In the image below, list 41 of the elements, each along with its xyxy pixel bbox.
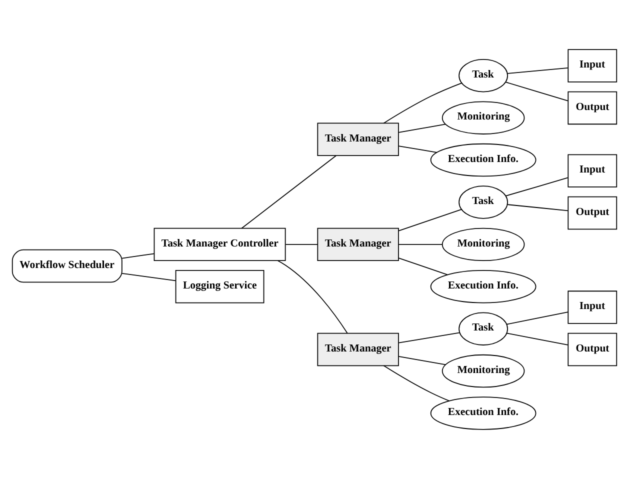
connector (398, 332, 460, 344)
node-ellipse: Monitoring (442, 101, 525, 134)
node-ellipse: Execution Info. (430, 143, 536, 177)
connector (505, 82, 568, 102)
node-ellipse: Task (458, 312, 508, 346)
node-box: Input (568, 49, 618, 82)
connector (398, 208, 462, 232)
node-box: Task Manager (317, 228, 399, 262)
node-ellipse: Task (458, 59, 508, 92)
node-ellipse: Monitoring (442, 228, 525, 262)
connector (507, 204, 568, 212)
connector (506, 312, 568, 325)
connector (277, 260, 348, 334)
connector (507, 67, 568, 74)
node-box: Input (568, 154, 618, 188)
node-box: Task Manager (317, 122, 399, 156)
connector (398, 258, 448, 276)
node-box: Workflow Scheduler (12, 249, 122, 283)
node-box: Task Manager Controller (154, 228, 286, 262)
node-box: Output (568, 196, 618, 230)
connector (122, 253, 155, 259)
connector (398, 146, 438, 153)
connector (398, 244, 443, 245)
node-box: Task Manager (317, 332, 399, 366)
connector (398, 356, 446, 366)
node-box: Logging Service (175, 270, 264, 304)
connector (383, 82, 462, 124)
node-ellipse: Execution Info. (430, 396, 536, 430)
connector (122, 272, 176, 282)
node-box: Input (568, 290, 618, 324)
connector (506, 332, 568, 346)
node-box: Output (568, 91, 618, 125)
connector (398, 124, 446, 133)
connector (505, 177, 568, 196)
node-box: Output (568, 332, 618, 366)
connector (285, 244, 318, 245)
node-ellipse: Execution Info. (430, 270, 536, 304)
node-ellipse: Task (458, 186, 508, 219)
connector (383, 365, 450, 402)
node-ellipse: Monitoring (442, 354, 525, 388)
connector (241, 155, 337, 229)
